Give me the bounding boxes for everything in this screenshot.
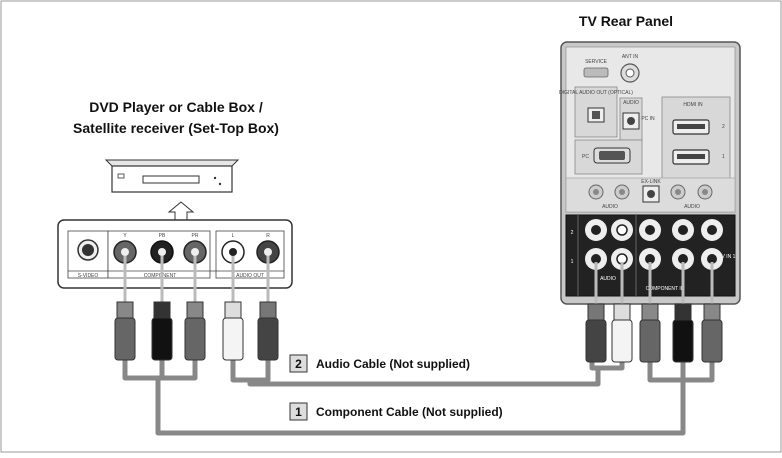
pc-label: PC [582,154,589,160]
audio-pc-label: AUDIO [623,100,639,106]
service-label: SERVICE [585,59,608,65]
tv-rear-panel: SERVICE ANT IN DIGITAL AUDIO OUT (OPTICA… [559,41,741,305]
source-component-plugs [114,256,206,361]
service-port [583,67,609,78]
pointer-arrow [167,201,195,221]
jack-y-label: Y [123,233,127,239]
audio-cable-label: 2 Audio Cable (Not supplied) [289,354,470,373]
digital-audio-label: DIGITAL AUDIO OUT (OPTICAL) [559,90,633,96]
source-audio-plugs [222,256,279,361]
cable-number-badge [289,354,308,373]
component-cable-label: 1 Component Cable (Not supplied) [289,402,503,421]
cable-number: 2 [295,357,302,371]
source-title-line2: Satellite receiver (Set-Top Box) [73,120,279,136]
audio-out-label: AUDIO OUT [236,273,264,279]
svg-text:1: 1 [722,154,725,160]
svideo-label: S-VIDEO [78,273,99,279]
row2-label: 2 [571,230,574,236]
tv-jack-row-1 [585,248,723,270]
hdmi-in-label: HDMI IN [683,102,703,108]
audio-row-label-right: AUDIO [684,204,700,210]
pc-in-label: PC IN [641,116,655,122]
cable-label: Audio Cable (Not supplied) [316,357,470,371]
ant-in-label: ANT IN [622,54,639,60]
cable-number: 1 [295,405,302,419]
cable-number-badge [289,402,308,421]
tv-jack-row-2 [585,219,723,241]
source-title-line1: DVD Player or Cable Box / [89,99,263,115]
tv-title: TV Rear Panel [579,13,673,29]
component-audio-label: AUDIO [600,276,616,282]
row1-label: 1 [571,259,574,265]
component-label: COMPONENT [144,273,177,279]
component-cable-wire [122,360,715,436]
source-back-panel: S-VIDEO Y PB PR COMPONENT L R AUDIO OUT [57,219,293,289]
ex-link-label: EX-LINK [641,179,661,185]
svg-text:2: 2 [722,124,725,130]
tv-component-plugs [639,262,723,363]
dvd-player-icon [104,159,240,193]
jack-pr-label: PR [192,233,199,239]
component-in-label: COMPONENT IN [646,286,685,292]
jack-l-label: L [232,233,235,239]
audio-cable-wire [230,360,625,387]
tv-audio-plugs [585,262,633,363]
av-in-label: AV IN 1 [719,254,736,260]
audio-row-label-left: AUDIO [602,204,618,210]
jack-pb-label: PB [159,233,166,239]
cable-label: Component Cable (Not supplied) [316,405,503,419]
jack-r-label: R [266,233,270,239]
